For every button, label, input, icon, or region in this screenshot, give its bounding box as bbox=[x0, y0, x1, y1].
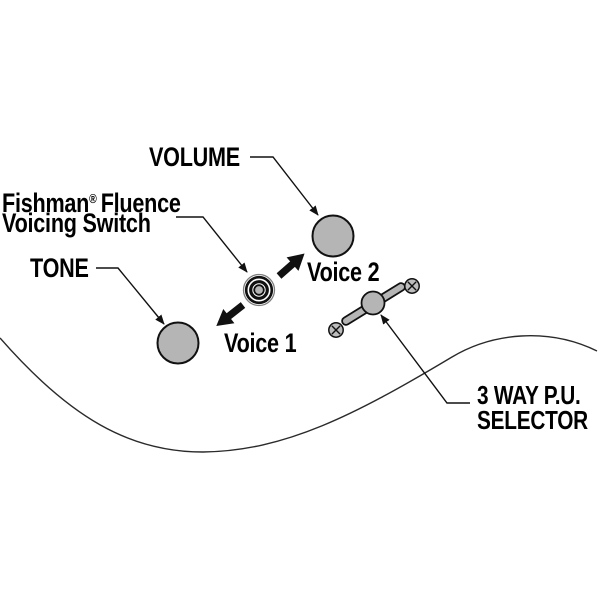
pickup-selector-label-line2: SELECTOR bbox=[477, 405, 588, 435]
voicing-switch-center bbox=[253, 284, 265, 296]
voicing-switch-mid-ring bbox=[244, 275, 274, 305]
volume-pointer-line bbox=[250, 156, 319, 216]
voicing-switch-inner-ring bbox=[249, 280, 269, 300]
volume-label: VOLUME bbox=[149, 142, 240, 172]
voicing-switch-knob bbox=[242, 273, 276, 307]
selector-pivot-knob bbox=[360, 290, 386, 316]
tone-label: TONE bbox=[30, 253, 89, 283]
fishman-brand-text: Fishman bbox=[2, 188, 90, 218]
selector-screw-lower bbox=[328, 322, 344, 338]
selector-pointer-line bbox=[380, 314, 470, 404]
voice-1-label: Voice 1 bbox=[224, 328, 297, 358]
pickup-selector-label-line1: 3 WAY P.U. bbox=[477, 380, 581, 410]
guitar-body-contour-line bbox=[0, 335, 598, 453]
registered-trademark-symbol: ® bbox=[89, 191, 97, 206]
tone-knob bbox=[156, 321, 200, 365]
voice-2-label: Voice 2 bbox=[307, 257, 380, 287]
tone-pointer-line bbox=[96, 267, 165, 325]
selector-screw-upper bbox=[404, 278, 420, 294]
fluence-text: Fluence bbox=[100, 188, 181, 218]
voicing-switch-pointer-line bbox=[176, 216, 248, 273]
pickup-selector-switch bbox=[328, 278, 420, 338]
voice-2-arrow bbox=[276, 253, 305, 279]
voicing-switch-label-line2: Voicing Switch bbox=[2, 208, 151, 238]
voice-1-arrow bbox=[216, 302, 246, 327]
volume-knob bbox=[311, 214, 355, 258]
fishman-fluence-label-line1: Fishman®Fluence bbox=[2, 185, 181, 217]
